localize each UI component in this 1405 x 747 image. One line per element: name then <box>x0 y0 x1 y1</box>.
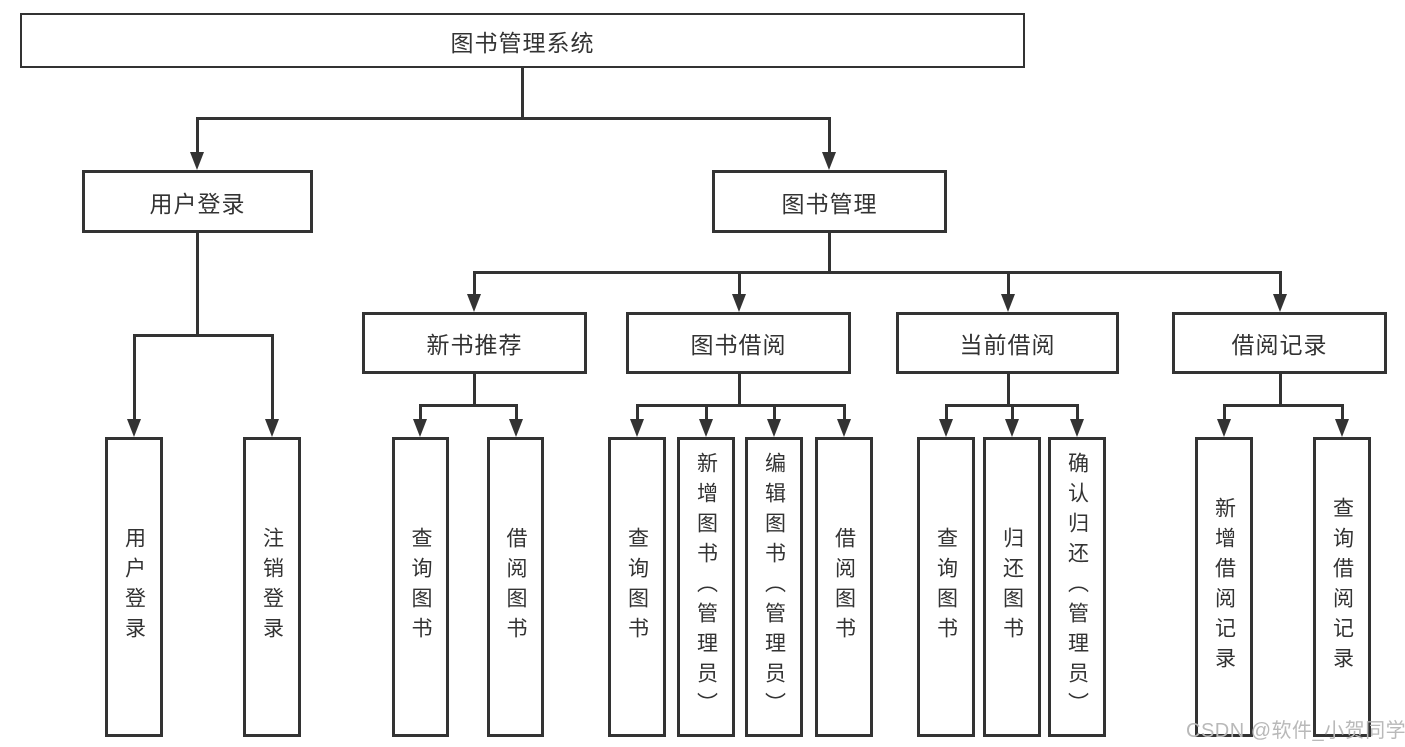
node-rec-query-books: 查询图书 <box>392 437 449 737</box>
connector-line <box>418 405 422 419</box>
node-current-borrowing-label: 当前借阅 <box>959 332 1056 358</box>
connector-arrowhead <box>1217 419 1231 437</box>
node-new-book-recommendation: 新书推荐 <box>362 312 587 374</box>
node-current-confirm-return-admin: 确认归还（管理员） <box>1048 437 1106 737</box>
connector-line <box>472 270 1282 274</box>
node-new-book-recommendation-label: 新书推荐 <box>426 332 523 358</box>
node-user-login: 用户登录 <box>82 170 313 233</box>
node-book-management-label: 图书管理 <box>781 190 878 217</box>
node-rec-query-books-label: 查询图书 <box>409 527 432 647</box>
node-user-login-label: 用户登录 <box>149 190 246 217</box>
connector-arrowhead <box>1005 419 1019 437</box>
node-borrow-borrow-books-label: 借阅图书 <box>832 527 856 647</box>
connector-arrowhead <box>837 419 851 437</box>
connector-arrowhead <box>1070 419 1084 437</box>
connector-line <box>772 405 776 419</box>
connector-line <box>132 333 274 337</box>
connector-arrowhead <box>767 419 781 437</box>
node-library-system: 图书管理系统 <box>20 13 1025 68</box>
connector-line <box>1340 405 1344 419</box>
connector-line <box>1278 374 1282 407</box>
connector-line <box>514 405 518 419</box>
node-current-query-books-label: 查询图书 <box>934 527 958 647</box>
connector-line <box>737 272 741 294</box>
node-leaf-logout: 注销登录 <box>243 437 301 737</box>
connector-line <box>704 405 708 419</box>
node-borrow-edit-books-admin-label: 编辑图书（管理员） <box>762 452 786 722</box>
node-borrow-query-books-label: 查询图书 <box>625 527 649 647</box>
connector-line <box>195 116 831 120</box>
connector-arrowhead <box>699 419 713 437</box>
connector-line <box>418 403 518 407</box>
connector-arrowhead <box>190 152 204 170</box>
connector-arrowhead <box>413 419 427 437</box>
node-rec-borrow-books-label: 借阅图书 <box>504 527 527 647</box>
connector-arrowhead <box>467 294 481 312</box>
connector-line <box>944 405 948 419</box>
connector-line <box>635 403 846 407</box>
connector-arrowhead <box>1273 294 1287 312</box>
connector-arrowhead <box>1335 419 1349 437</box>
connector-arrowhead <box>732 294 746 312</box>
node-book-management: 图书管理 <box>712 170 947 233</box>
node-borrowing-records: 借阅记录 <box>1172 312 1387 374</box>
connector-arrowhead <box>265 419 279 437</box>
connector-line <box>1010 405 1014 419</box>
node-borrow-query-books: 查询图书 <box>608 437 666 737</box>
connector-line <box>520 68 524 119</box>
node-records-query-record-label: 查询借阅记录 <box>1330 497 1354 677</box>
node-rec-borrow-books: 借阅图书 <box>487 437 544 737</box>
node-records-add-record-label: 新增借阅记录 <box>1212 497 1236 677</box>
connector-line <box>472 374 476 407</box>
node-leaf-user-login-label: 用户登录 <box>122 527 146 647</box>
node-book-borrowing: 图书借阅 <box>626 312 851 374</box>
node-current-query-books: 查询图书 <box>917 437 975 737</box>
connector-arrowhead <box>509 419 523 437</box>
connector-line <box>737 374 741 407</box>
node-records-add-record: 新增借阅记录 <box>1195 437 1253 737</box>
connector-line <box>132 335 136 419</box>
connector-arrowhead <box>630 419 644 437</box>
node-current-confirm-return-admin-label: 确认归还（管理员） <box>1065 452 1089 722</box>
node-borrow-borrow-books: 借阅图书 <box>815 437 873 737</box>
connector-line <box>195 118 199 152</box>
node-current-return-books: 归还图书 <box>983 437 1041 737</box>
connector-line <box>1006 374 1010 407</box>
connector-arrowhead <box>1001 294 1015 312</box>
connector-line <box>827 118 831 152</box>
connector-arrowhead <box>939 419 953 437</box>
connector-line <box>1278 272 1282 294</box>
node-leaf-logout-label: 注销登录 <box>260 527 284 647</box>
connector-line <box>842 405 846 419</box>
node-book-borrowing-label: 图书借阅 <box>690 332 787 358</box>
connector-arrowhead <box>822 152 836 170</box>
node-current-return-books-label: 归还图书 <box>1000 527 1024 647</box>
connector-line <box>472 272 476 294</box>
watermark: CSDN @软件_小贺同学 <box>1186 720 1405 742</box>
connector-line <box>1222 403 1344 407</box>
node-borrow-edit-books-admin: 编辑图书（管理员） <box>745 437 803 737</box>
connector-line <box>1222 405 1226 419</box>
node-borrow-add-books-admin-label: 新增图书（管理员） <box>694 452 718 722</box>
connector-line <box>827 233 831 274</box>
connector-line <box>1075 405 1079 419</box>
node-current-borrowing: 当前借阅 <box>896 312 1119 374</box>
node-leaf-user-login: 用户登录 <box>105 437 163 737</box>
connector-line <box>635 405 639 419</box>
connector-line <box>195 233 199 336</box>
connector-arrowhead <box>127 419 141 437</box>
node-library-system-label: 图书管理系统 <box>450 29 595 56</box>
node-borrow-add-books-admin: 新增图书（管理员） <box>677 437 735 737</box>
node-records-query-record: 查询借阅记录 <box>1313 437 1371 737</box>
connector-line <box>1006 272 1010 294</box>
node-borrowing-records-label: 借阅记录 <box>1231 332 1328 358</box>
connector-line <box>270 335 274 419</box>
